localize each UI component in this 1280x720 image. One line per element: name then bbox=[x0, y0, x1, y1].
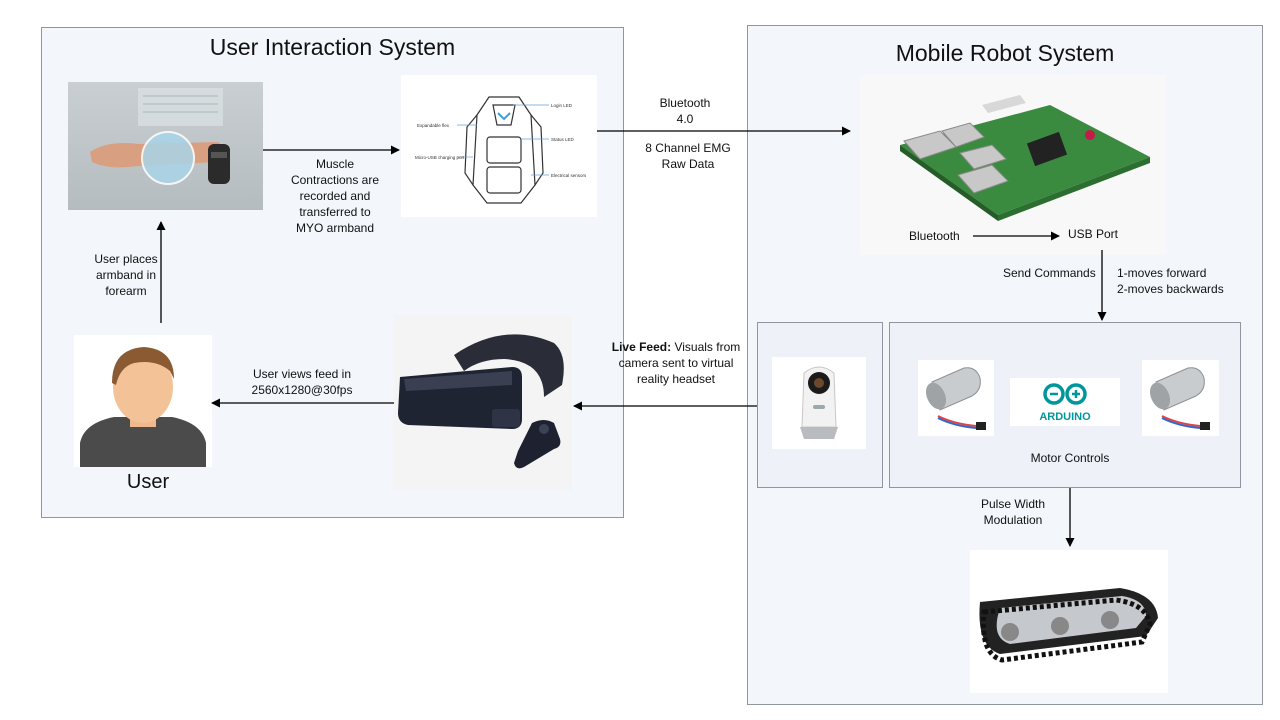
status-led-label: Status LED bbox=[551, 137, 575, 142]
charging-port-label: Micro-USB charging port bbox=[415, 155, 465, 160]
motor-left-image bbox=[918, 360, 994, 436]
camera-360-image bbox=[772, 357, 866, 449]
motor-right-image bbox=[1142, 360, 1219, 436]
motor-controls-label: Motor Controls bbox=[1030, 451, 1110, 465]
pi-bluetooth-label: Bluetooth bbox=[909, 229, 960, 243]
live-feed-label: Live Feed: Visuals from camera sent to v… bbox=[611, 340, 741, 386]
live-feed-bold: Live Feed: bbox=[611, 340, 672, 354]
raspberry-pi-image bbox=[860, 75, 1166, 255]
arduino-wordmark: ARDUINO bbox=[1039, 411, 1091, 423]
expandable-flex-label: Expandable flex bbox=[417, 123, 450, 128]
arduino-logo: ARDUINO bbox=[1010, 378, 1120, 426]
live-feed-line-1: Visuals from bbox=[671, 340, 741, 354]
vr-headset-image bbox=[394, 315, 572, 490]
usb-port-label: USB Port bbox=[1068, 227, 1119, 241]
mobile-robot-title: Mobile Robot System bbox=[895, 40, 1115, 66]
myo-armband-diagram: Login LED Expandable flex Status LED Mic… bbox=[401, 75, 597, 217]
send-commands-label: Send Commands bbox=[1003, 266, 1096, 280]
armband-arm-image bbox=[68, 82, 263, 210]
tank-chassis-image bbox=[970, 550, 1168, 693]
electrical-sensors-label: Electrical sensors bbox=[551, 173, 587, 178]
user-interaction-title: User Interaction System bbox=[209, 34, 456, 60]
login-led-label: Login LED bbox=[551, 103, 573, 108]
user-label: User bbox=[126, 471, 170, 493]
user-avatar-image bbox=[74, 335, 212, 467]
